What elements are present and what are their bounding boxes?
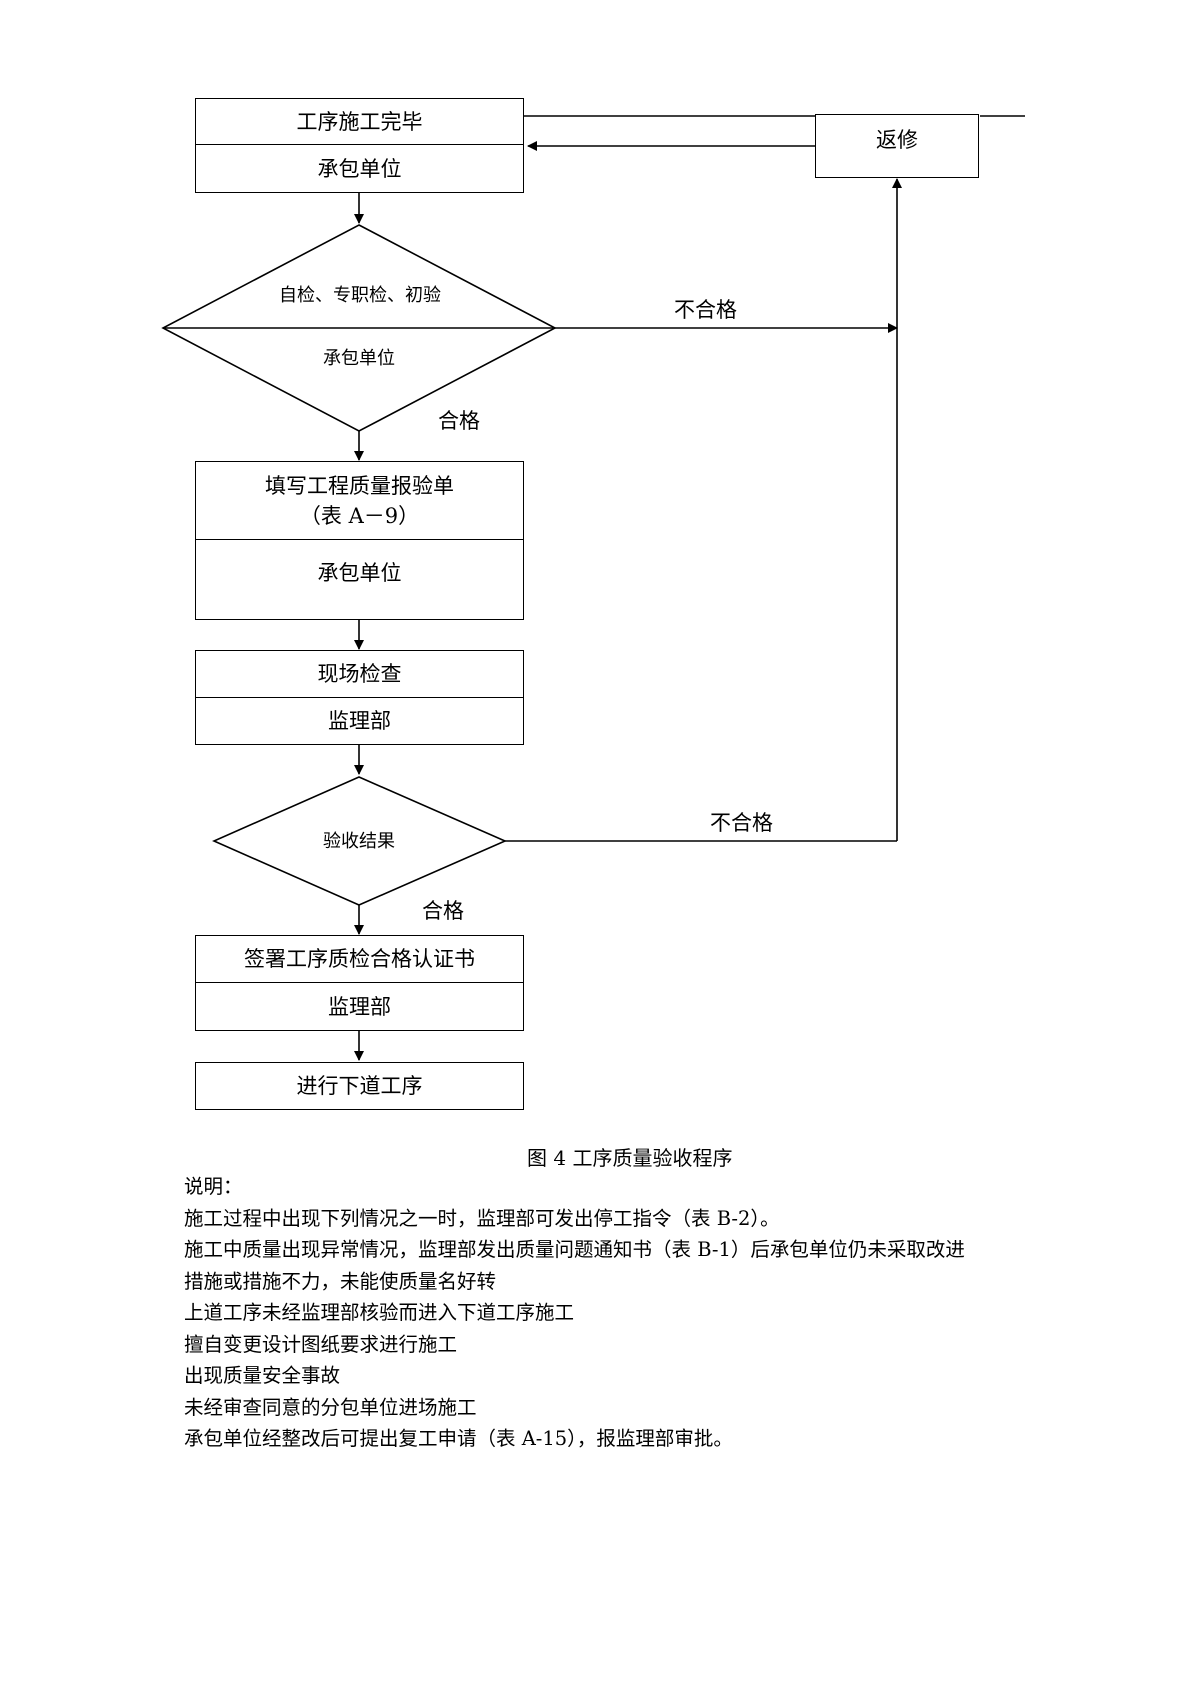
notes-line: 擅自变更设计图纸要求进行施工 [184, 1332, 458, 1356]
fail-label-2: 不合格 [710, 811, 773, 835]
step4-box: 签署工序质检合格认证书 监理部 [195, 935, 524, 1031]
notes-line: 施工中质量出现异常情况，监理部发出质量问题通知书（表 B-1）后承包单位仍未采取… [184, 1238, 965, 1261]
step2-title-line2: （表 A－9） [299, 503, 420, 528]
step5-title: 进行下道工序 [296, 1074, 423, 1098]
step3-title: 现场检查 [196, 651, 523, 698]
decision2-title: 验收结果 [323, 831, 395, 852]
pass-label-1: 合格 [438, 409, 480, 433]
notes-line: 措施或措施不力，未能使质量名好转 [184, 1269, 497, 1293]
step3-box: 现场检查 监理部 [195, 650, 524, 745]
notes-line: 施工过程中出现下列情况之一时，监理部可发出停工指令（表 B-2）。 [184, 1206, 780, 1230]
step2-box: 填写工程质量报验单 （表 A－9） 承包单位 [195, 461, 524, 620]
step1-title: 工序施工完毕 [196, 99, 523, 145]
step2-actor: 承包单位 [317, 561, 402, 585]
decision1-actor: 承包单位 [323, 348, 395, 369]
notes-heading: 说明： [184, 1175, 243, 1198]
decision1-title: 自检、专职检、初验 [279, 285, 441, 306]
step3-actor: 监理部 [328, 709, 391, 733]
notes-line: 上道工序未经监理部核验而进入下道工序施工 [184, 1301, 575, 1324]
notes-block: 说明： 施工过程中出现下列情况之一时，监理部可发出停工指令（表 B-2）。 施工… [184, 1171, 1064, 1455]
step4-actor: 监理部 [328, 994, 391, 1019]
step4-title: 签署工序质检合格认证书 [196, 936, 523, 983]
step1-box: 工序施工完毕 承包单位 [195, 98, 524, 193]
step2-title-line1: 填写工程质量报验单 [265, 473, 454, 498]
step2-title: 填写工程质量报验单 （表 A－9） [196, 462, 523, 540]
rework-box: 返修 [815, 114, 979, 178]
notes-line: 出现质量安全事故 [184, 1364, 341, 1387]
step1-actor: 承包单位 [317, 156, 402, 181]
step5-box: 进行下道工序 [195, 1062, 524, 1110]
figure-caption: 图 4 工序质量验收程序 [527, 1146, 733, 1170]
pass-label-2: 合格 [422, 899, 464, 923]
notes-line: 未经审查同意的分包单位进场施工 [184, 1395, 477, 1419]
rework-label: 返修 [876, 128, 918, 152]
fail-label-1: 不合格 [674, 298, 737, 322]
notes-line: 承包单位经整改后可提出复工申请（表 A-15），报监理部审批。 [184, 1427, 733, 1450]
